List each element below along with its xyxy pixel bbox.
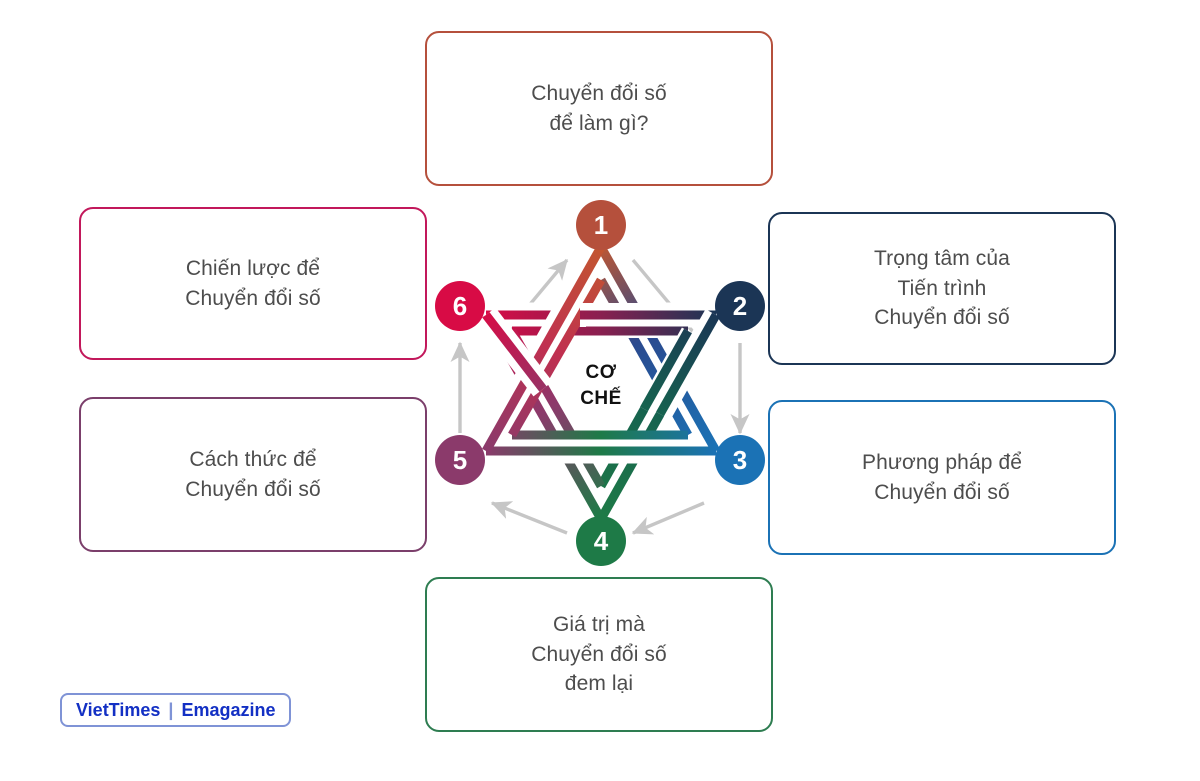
node-4[interactable]: 4 bbox=[576, 516, 626, 566]
label-box-right-lower: Phương pháp để Chuyển đổi số bbox=[768, 400, 1116, 555]
watermark-separator: | bbox=[168, 699, 174, 720]
watermark-section: Emagazine bbox=[181, 699, 276, 720]
flow-arrow-group bbox=[450, 258, 750, 535]
node-5-number: 5 bbox=[453, 445, 467, 475]
label-box-left-lower-text: Cách thức để Chuyển đổi số bbox=[185, 447, 321, 501]
triangle-up bbox=[464, 221, 738, 464]
label-box-right-upper: Trọng tâm của Tiến trình Chuyển đổi số bbox=[768, 212, 1116, 365]
center-label-line2: CHẾ bbox=[580, 387, 622, 409]
weave-overlay bbox=[476, 303, 727, 420]
label-box-right-upper-text: Trọng tâm của Tiến trình Chuyển đổi số bbox=[874, 246, 1010, 330]
center-label-line1: CƠ bbox=[586, 362, 617, 383]
watermark-brand: VietTimes bbox=[76, 699, 161, 720]
node-1-number: 1 bbox=[594, 210, 608, 240]
node-3[interactable]: 3 bbox=[715, 435, 765, 485]
node-1[interactable]: 1 bbox=[576, 200, 626, 250]
watermark-badge: VietTimes | Emagazine bbox=[60, 693, 292, 727]
arrow-3-to-4 bbox=[631, 501, 705, 535]
node-4-number: 4 bbox=[594, 526, 609, 556]
node-2[interactable]: 2 bbox=[715, 281, 765, 331]
node-6[interactable]: 6 bbox=[435, 281, 485, 331]
node-5[interactable]: 5 bbox=[435, 435, 485, 485]
label-box-top-text: Chuyển đổi số để làm gì? bbox=[531, 81, 667, 135]
node-2-number: 2 bbox=[733, 291, 747, 321]
center-label: CƠ CHẾ bbox=[580, 362, 622, 409]
label-box-bottom: Giá trị mà Chuyển đổi số đem lại bbox=[425, 577, 773, 732]
label-box-left-upper-text: Chiến lược để Chuyển đổi số bbox=[185, 256, 321, 310]
label-box-left-lower: Cách thức để Chuyển đổi số bbox=[79, 397, 427, 552]
node-6-number: 6 bbox=[453, 291, 467, 321]
arrow-4-to-5 bbox=[490, 501, 568, 535]
hexagram-diagram: 1 2 3 4 5 6 CƠ bbox=[420, 185, 780, 575]
node-3-number: 3 bbox=[733, 445, 747, 475]
label-box-bottom-text: Giá trị mà Chuyển đổi số đem lại bbox=[531, 612, 667, 696]
label-box-right-lower-text: Phương pháp để Chuyển đổi số bbox=[861, 450, 1023, 504]
label-box-top: Chuyển đổi số để làm gì? bbox=[425, 31, 773, 186]
label-box-left-upper: Chiến lược để Chuyển đổi số bbox=[79, 207, 427, 360]
